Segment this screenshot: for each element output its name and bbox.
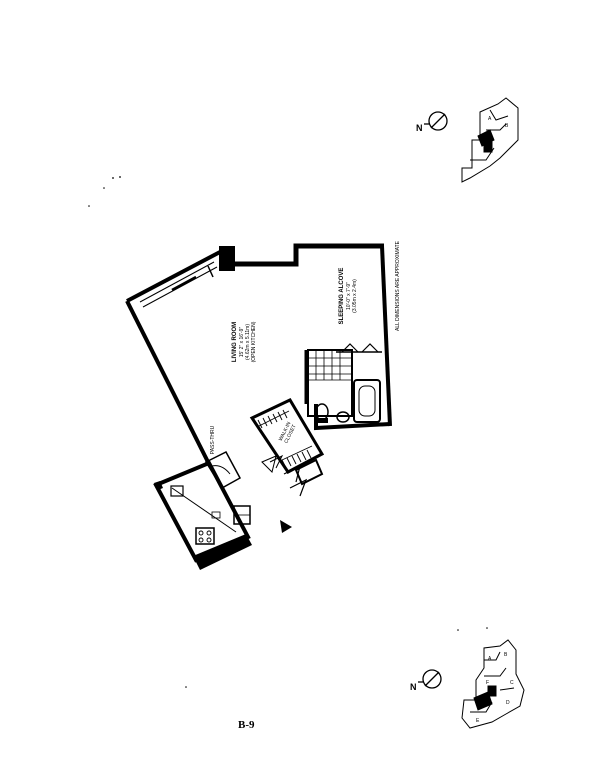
bathroom [304,349,381,423]
window [139,261,218,308]
sleeping-alcove-name: SLEEPING ALCOVE [339,268,345,325]
living-room-label: LIVING ROOM 15' 2" x 16'-9" (4.62m x 5.1… [232,321,257,362]
specks [88,176,488,688]
alcove-closet-doors [336,343,382,353]
kitchen-corner [154,481,163,490]
sleeping-alcove-dims: 10'-0" x 7'-9" [346,282,352,310]
dimensions-note: ALL DIMENSIONS ARE APPROXIMATE [395,240,401,331]
column [219,246,235,271]
key-plan-top: N A B [416,97,519,183]
kitchen [170,451,251,545]
sink [336,411,350,423]
building-outline [461,97,519,183]
kitchen-sink [170,485,184,497]
svg-text:N: N [410,682,417,692]
living-room-name: LIVING ROOM [232,322,238,362]
pass-thru-counter [204,451,242,490]
north-arrow-icon: N [410,669,442,692]
kitchen-outline [153,460,251,563]
key-plan-bottom-unit-d: D [506,700,510,706]
angled-wall [125,300,210,463]
living-room-dims: 15' 2" x 16'-9" [239,327,245,358]
range [195,527,215,545]
building-outline [461,639,525,729]
key-plan-top-unit-b: B [505,123,509,129]
entry-arrow-icon [280,520,292,533]
pass-thru-label: PASS-THRU [210,425,216,454]
svg-text:ALL DIMENSIONS ARE APPROXIMATE: ALL DIMENSIONS ARE APPROXIMATE [395,240,401,331]
key-plan-top-unit-a: A [488,116,492,122]
entry [261,455,292,533]
right-wall [380,245,392,427]
walk-in-closet-label: WALK-IN CLOSET [278,421,298,445]
key-plan-bottom-unit-a: A [488,656,492,662]
window-wall [126,250,221,303]
kitchen-bottom-wall [193,534,252,570]
page-number: B-9 [238,719,255,731]
sleeping-alcove-label: SLEEPING ALCOVE 10'-0" x 7'-9" (3.05m x … [339,268,358,325]
key-plan-bottom-unit-c: C [510,680,514,686]
living-room-dims-metric: (4.62m x 5.11m) [245,324,251,360]
top-wall [234,243,384,267]
svg-text:PASS-THRU: PASS-THRU [210,425,216,454]
unit-floor-plan: LIVING ROOM 15' 2" x 16'-9" (4.62m x 5.1… [125,240,401,570]
key-plan-bottom-unit-e: E [476,718,480,724]
key-plan-bottom: N A B C D E F [410,639,525,729]
svg-text:N: N [416,123,423,133]
walk-in-closet [249,398,325,497]
bath-tile-area [307,349,353,417]
key-plan-bottom-unit-f: F [486,680,489,686]
bathtub [353,379,381,423]
north-arrow-icon: N [416,111,448,133]
key-plan-bottom-unit-b: B [504,652,508,658]
living-room-open-kitchen: (OPEN KITCHEN) [251,321,257,362]
sleeping-alcove-dims-metric: (3.05m x 2.4m) [352,279,358,313]
